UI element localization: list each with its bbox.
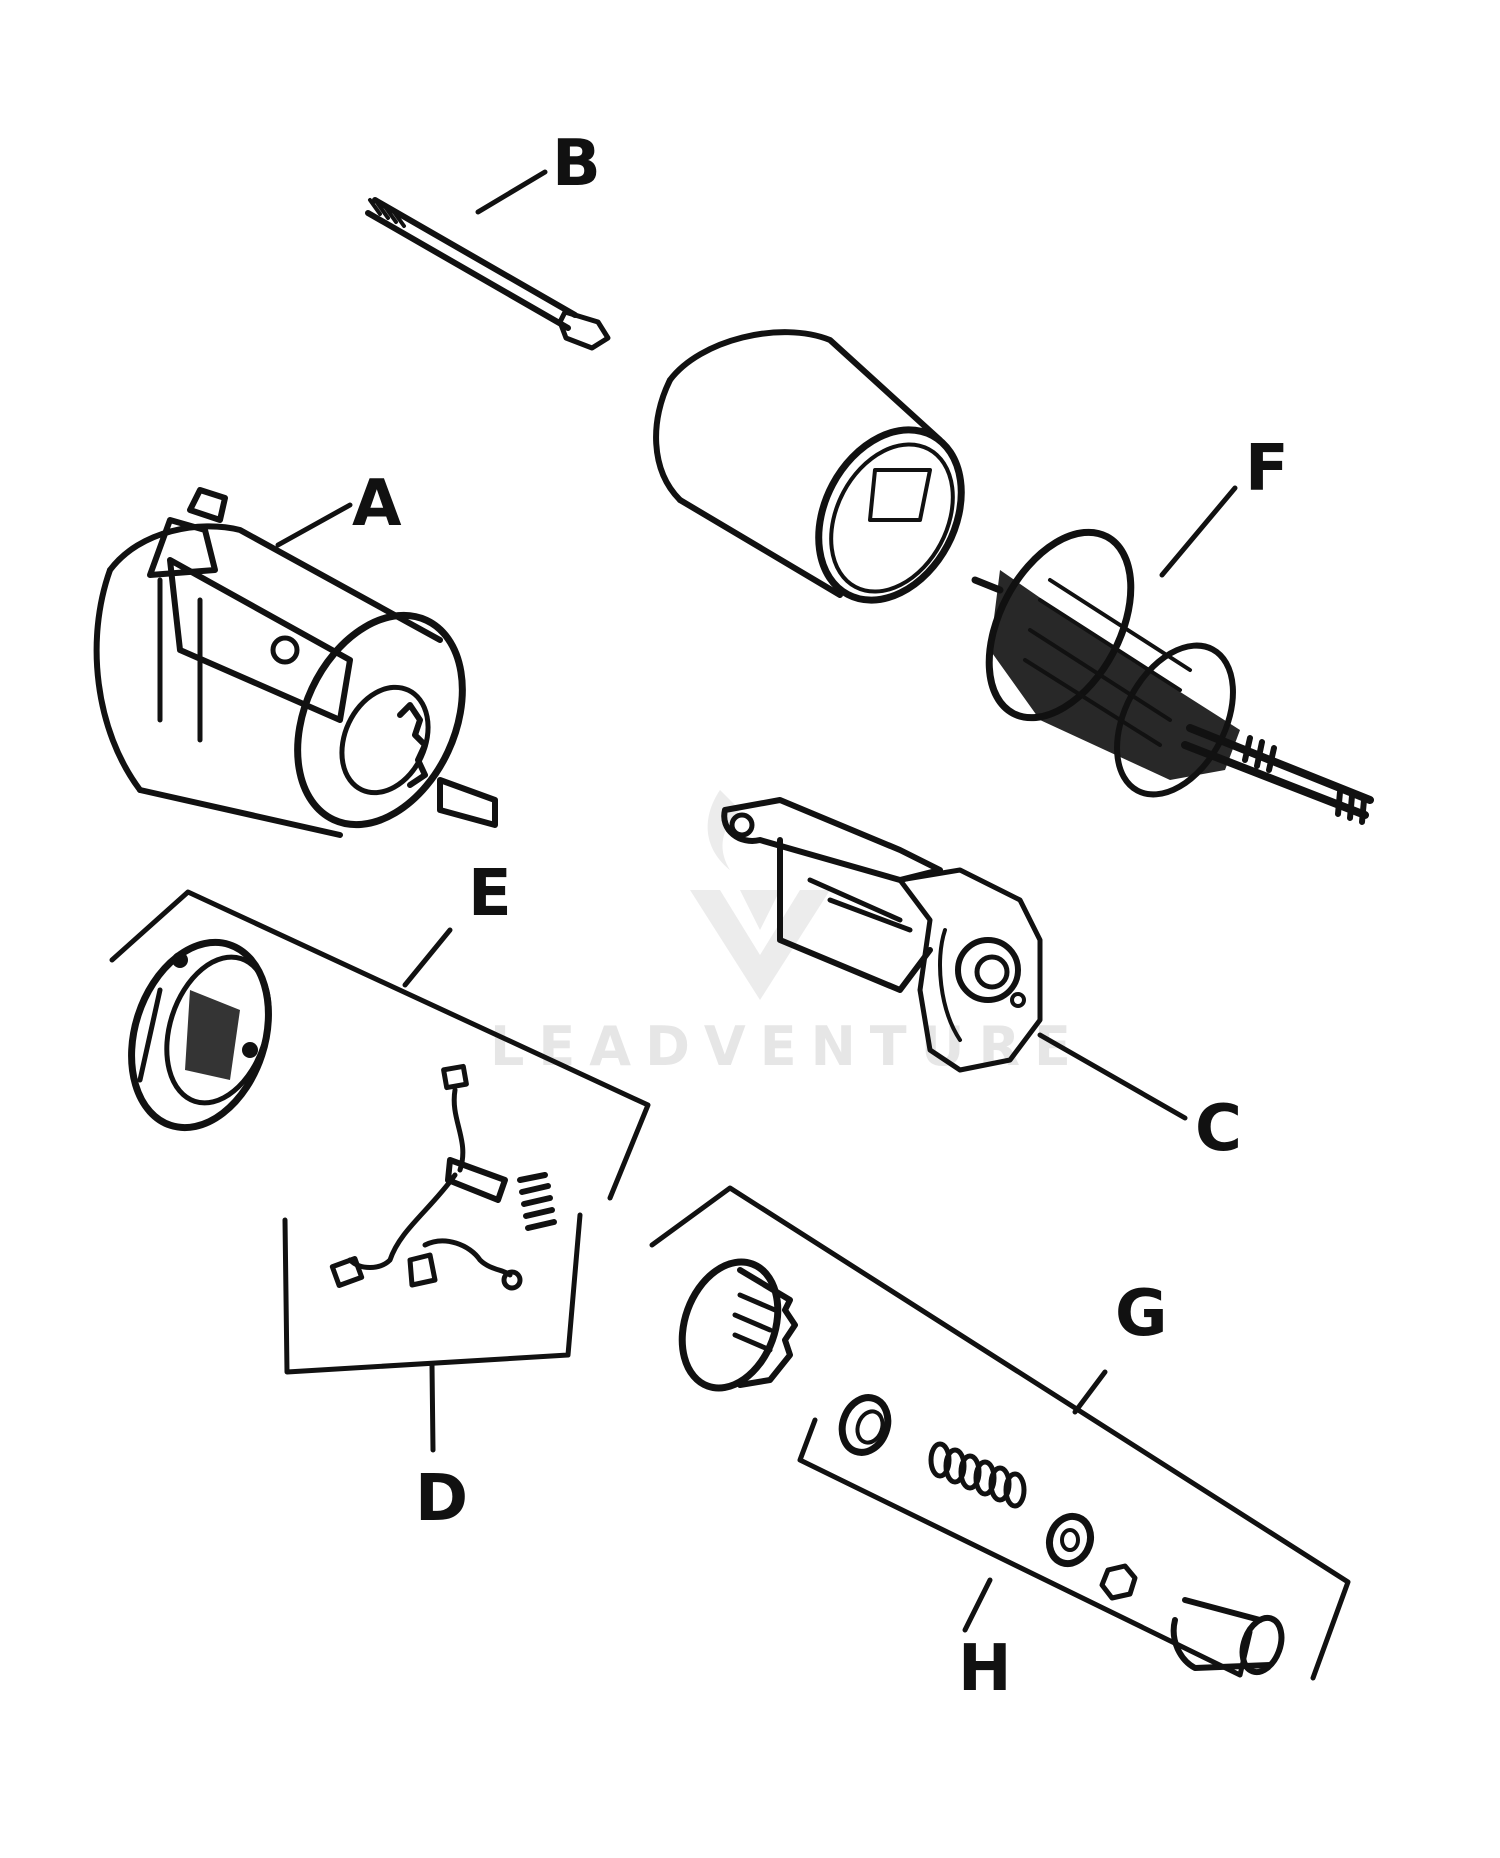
part-c-drive-end-housing [721, 797, 1043, 1073]
label-d: D [415, 1462, 468, 1536]
leader-b [475, 169, 548, 215]
part-h-drive-components [838, 1394, 1285, 1676]
leader-g [1072, 1369, 1108, 1415]
bracket-d [282, 1212, 583, 1375]
spring [928, 1441, 1027, 1509]
part-f-armature [971, 528, 1374, 825]
label-g: G [1115, 1277, 1168, 1351]
leader-e [402, 927, 453, 988]
part-e-commutator-end-cap [128, 938, 272, 1132]
watermark-text: LEADVENTURE [490, 1015, 1085, 1078]
leader-c [1037, 1032, 1188, 1121]
label-f: F [1245, 432, 1289, 506]
part-labels: B A F E C G D H [352, 127, 1289, 1706]
leader-h [962, 1577, 993, 1633]
leader-lines [109, 169, 1351, 1681]
bracket-h [797, 1417, 1253, 1678]
part-b-through-bolt [365, 197, 611, 351]
bracket-g [649, 1185, 1351, 1681]
watermark: LEADVENTURE [490, 790, 1085, 1078]
leader-f [1159, 485, 1238, 578]
part-a-starter-motor [93, 487, 498, 838]
label-c: C [1195, 1092, 1242, 1166]
leadventure-logo-icon [690, 790, 830, 1000]
label-a: A [352, 467, 402, 541]
leader-d [429, 1362, 436, 1453]
label-b: B [552, 127, 601, 201]
label-h: H [958, 1632, 1012, 1706]
field-frame-cylinder [653, 329, 965, 604]
leader-a [275, 502, 353, 548]
bracket-e [109, 889, 651, 1201]
part-d-brush-assembly [329, 1063, 557, 1291]
part-g-drive-pinion [678, 1258, 798, 1392]
label-e: E [468, 857, 512, 931]
